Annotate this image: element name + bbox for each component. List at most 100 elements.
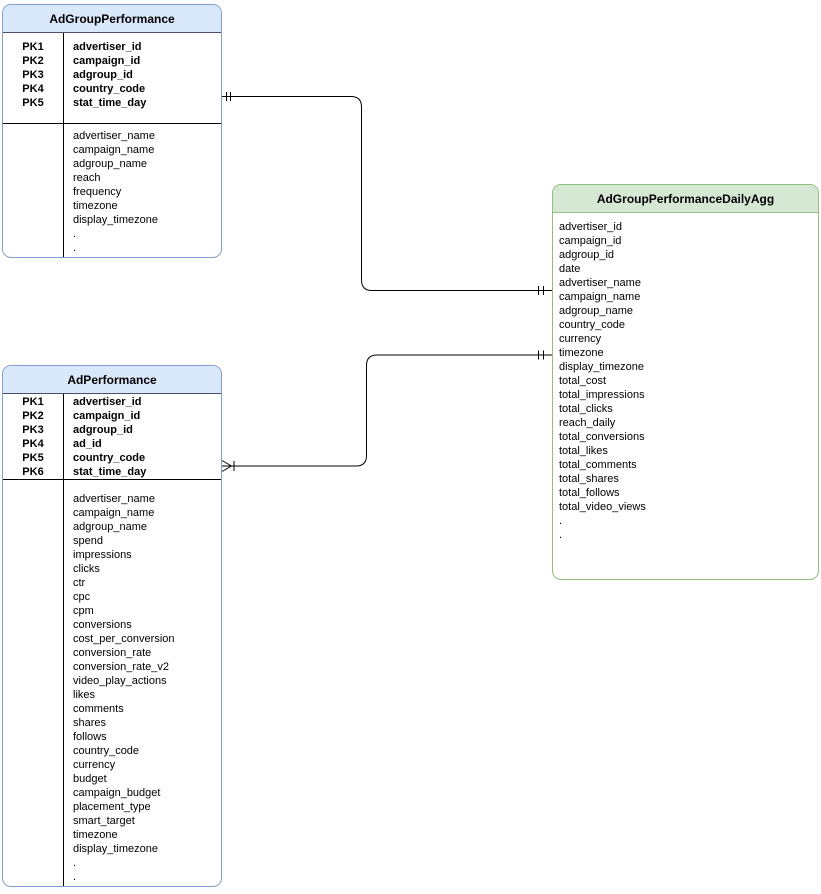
pk-field-name: advertiser_id [73, 41, 142, 53]
field-name: timezone [73, 829, 118, 841]
field-name: shares [73, 717, 107, 729]
field-name: campaign_name [73, 507, 155, 519]
pk-label: PK3 [22, 424, 44, 436]
field-name: advertiser_id [559, 221, 622, 233]
field-name: clicks [73, 563, 100, 575]
cardinality-one-and-only-one-marker [226, 92, 231, 101]
entity-title: AdGroupPerformance [3, 5, 221, 33]
field-name: . [73, 228, 77, 240]
pk-label: PK2 [22, 55, 44, 67]
field-name: total_impressions [559, 389, 645, 401]
field-name: display_timezone [73, 214, 158, 226]
field-name: adgroup_name [73, 158, 148, 170]
field-name: advertiser_name [73, 493, 155, 505]
pk-field-name: campaign_id [73, 410, 141, 422]
field-name: . [559, 529, 563, 541]
field-name: currency [559, 333, 602, 345]
field-name: cpc [73, 591, 91, 603]
pk-field-name: country_code [73, 452, 146, 464]
field-name: timezone [73, 200, 118, 212]
field-name: adgroup_name [73, 521, 148, 533]
field-name: budget [73, 773, 107, 785]
pk-label: PK2 [22, 410, 44, 422]
pk-label: PK4 [22, 438, 44, 450]
pk-field-name: campaign_id [73, 55, 141, 67]
field-name: total_comments [559, 459, 637, 471]
field-name: . [559, 515, 563, 527]
field-name: conversion_rate_v2 [73, 661, 170, 673]
pk-label: PK5 [22, 452, 44, 464]
relationship-line[interactable] [222, 354, 552, 467]
field-name: video_play_actions [73, 675, 167, 687]
field-name: spend [73, 535, 103, 547]
field-name: campaign_id [559, 235, 622, 247]
field-name: cost_per_conversion [73, 633, 175, 645]
field-name: impressions [73, 549, 132, 561]
field-name: reach_daily [559, 417, 616, 429]
relationship-line[interactable] [222, 96, 552, 291]
field-name: follows [73, 731, 107, 743]
pk-label: PK3 [22, 69, 44, 81]
field-name: country_code [559, 319, 626, 331]
field-name: adgroup_id [559, 249, 615, 261]
pk-field-name: adgroup_id [73, 424, 133, 436]
field-name: cpm [73, 605, 94, 617]
field-name: conversion_rate [73, 647, 152, 659]
field-column: advertiser_name campaign_name adgroup_name… [64, 480, 221, 886]
field-name: total_follows [559, 487, 620, 499]
field-name: . [73, 242, 77, 254]
field-name: display_timezone [73, 843, 158, 855]
cardinality-one-and-only-one-marker [538, 286, 544, 295]
field-name: advertiser_name [73, 130, 155, 142]
relationship-adgroupperformance-to-dailyagg[interactable] [222, 92, 552, 295]
pk-label-column-empty [3, 124, 64, 257]
field-name: country_code [73, 745, 140, 757]
cardinality-one-and-only-one-marker [538, 350, 544, 360]
relationship-adperformance-to-dailyagg[interactable] [221, 350, 552, 472]
field-name: date [559, 263, 581, 275]
pk-field-name: advertiser_id [73, 396, 142, 408]
attributes-section: advertiser_name campaign_name adgroup_name… [3, 123, 221, 257]
field-name: placement_type [73, 801, 151, 813]
entity-adgroupperformancedailyagg[interactable]: AdGroupPerformanceDailyAgg advertiser_id… [552, 184, 819, 580]
pk-field-name: country_code [73, 83, 146, 95]
field-name: total_cost [559, 375, 607, 387]
field-name: likes [73, 689, 96, 701]
pk-label: PK6 [22, 466, 44, 478]
cardinality-one-or-many-crows-foot-marker [221, 460, 235, 472]
field-name: display_timezone [559, 361, 644, 373]
field-name: conversions [73, 619, 132, 631]
pk-label-column-empty [3, 480, 64, 886]
field-name: . [73, 871, 77, 883]
attributes-section: advertiser_name campaign_name adgroup_name… [3, 479, 221, 886]
field-name: campaign_name [73, 144, 155, 156]
field-name: frequency [73, 186, 122, 198]
pk-label: PK5 [22, 97, 44, 109]
field-name: total_clicks [559, 403, 613, 415]
pk-field-name: adgroup_id [73, 69, 133, 81]
field-name: . [73, 857, 77, 869]
entity-title: AdGroupPerformanceDailyAgg [553, 185, 818, 213]
field-name: total_shares [559, 473, 619, 485]
entity-title: AdPerformance [3, 366, 221, 394]
field-name: total_conversions [559, 431, 645, 443]
pk-field-name: ad_id [73, 438, 102, 450]
field-name: total_likes [559, 445, 608, 457]
field-name: smart_target [73, 815, 135, 827]
pk-label: PK1 [22, 396, 44, 408]
field-name: timezone [559, 347, 604, 359]
field-name: campaign_name [559, 291, 641, 303]
field-column: advertiser_name campaign_name adgroup_name… [64, 124, 221, 257]
field-name: ctr [73, 577, 86, 589]
pk-label: PK4 [22, 83, 44, 95]
